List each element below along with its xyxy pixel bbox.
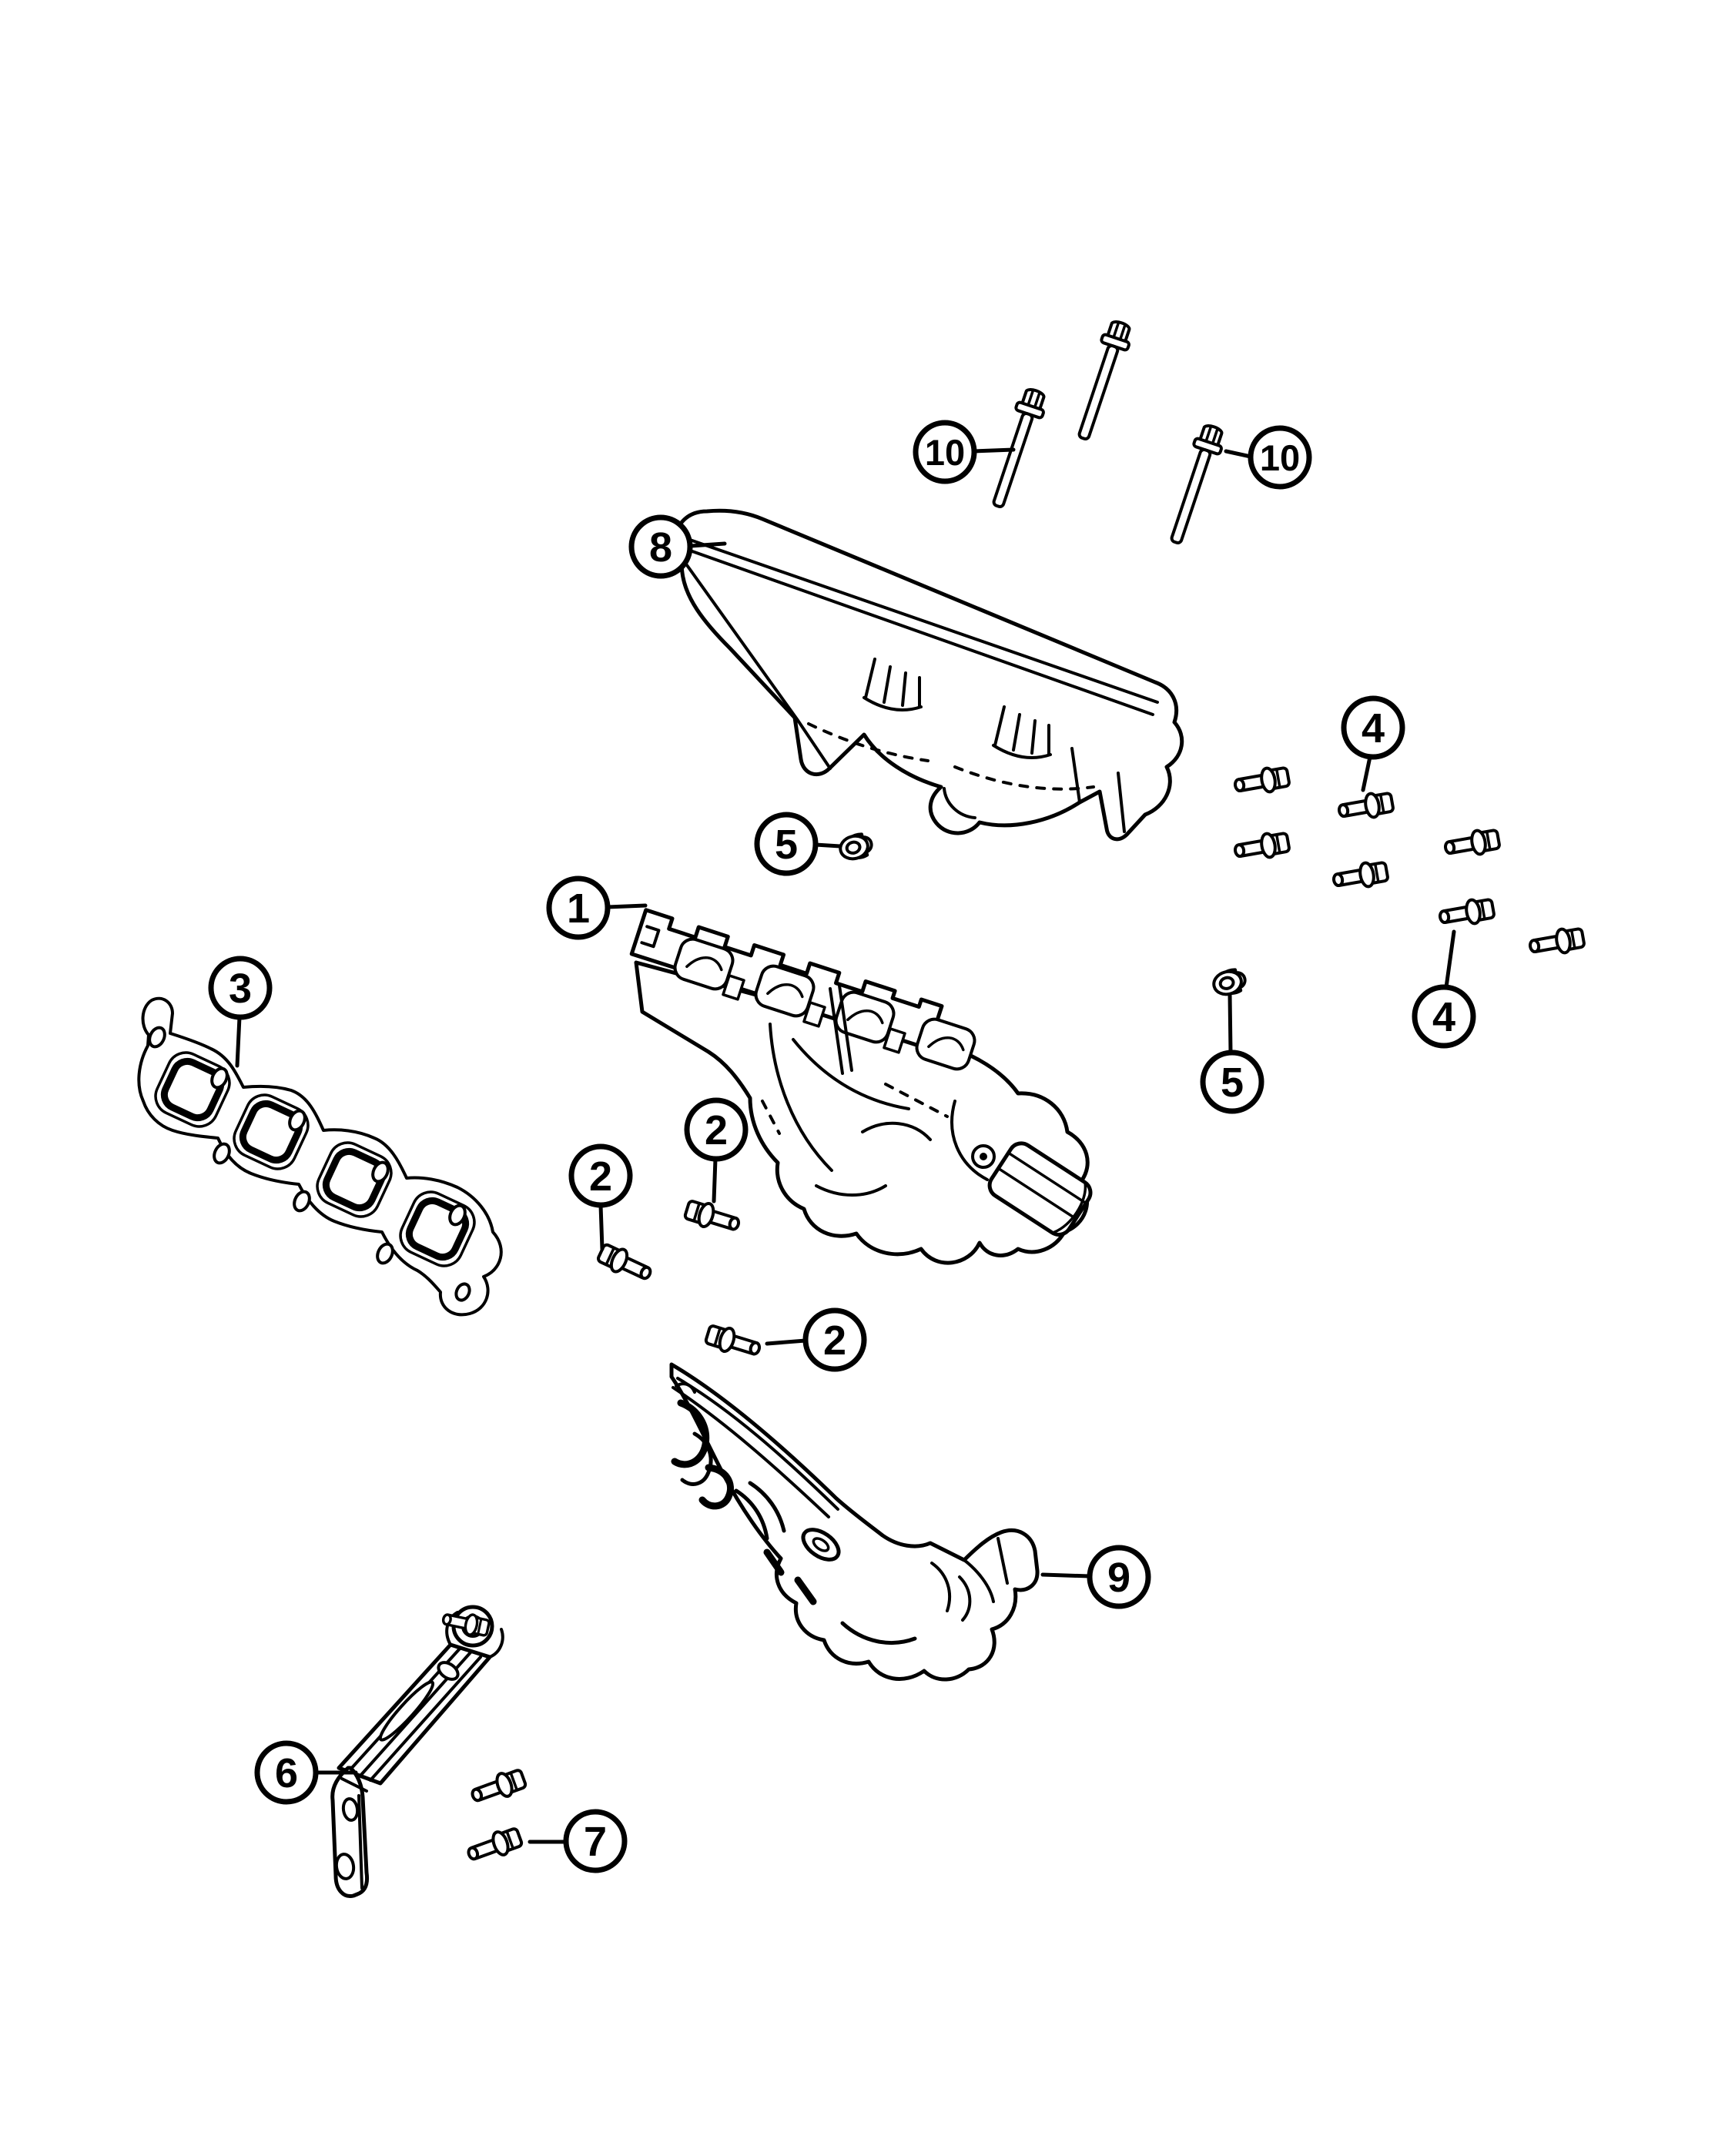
- callout-1-circle: [546, 875, 611, 940]
- flange-bolt-7: [1526, 924, 1587, 960]
- callout-7: 7: [528, 1809, 628, 1873]
- upper-heat-shield: [660, 508, 1184, 842]
- lower-heat-shield: [669, 1362, 1040, 1682]
- callout-4-right: 4: [1412, 929, 1476, 1049]
- callout-1-label: 1: [567, 886, 590, 932]
- svg-text:4: 4: [1362, 705, 1385, 752]
- manifold-port: [915, 1017, 976, 1071]
- callout-9: 9: [1040, 1545, 1151, 1609]
- svg-text:9: 9: [1107, 1555, 1130, 1601]
- flange-bolt-3: [1335, 788, 1396, 825]
- exhaust-manifold: [629, 908, 1093, 1265]
- flange-bolt-1: [1231, 763, 1292, 799]
- svg-text:2: 2: [823, 1317, 846, 1364]
- svg-text:3: 3: [229, 966, 252, 1012]
- long-bolt-middle: [1068, 316, 1137, 444]
- long-bolt-right: [1161, 420, 1229, 548]
- support-bracket: [330, 1605, 504, 1898]
- svg-text:4: 4: [1432, 994, 1455, 1040]
- svg-text:2: 2: [705, 1107, 728, 1153]
- callout-2-left: 2: [568, 1143, 633, 1251]
- manifold-outlet: [987, 1141, 1093, 1237]
- flange-bolt-6: [1436, 895, 1497, 931]
- stud-bolt-b: [594, 1239, 656, 1287]
- flange-nut-top: [836, 830, 876, 864]
- svg-text:8: 8: [649, 524, 672, 571]
- manifold-port: [754, 964, 826, 1028]
- stud-bolt-c: [702, 1321, 765, 1363]
- svg-text:6: 6: [275, 1750, 298, 1796]
- flange-bolt-4: [1330, 858, 1391, 894]
- bracket-bolt-1: [467, 1765, 529, 1810]
- manifold-port: [834, 990, 906, 1054]
- callout-6: 6: [254, 1740, 358, 1805]
- svg-text:10: 10: [1260, 437, 1300, 478]
- svg-text:2: 2: [589, 1153, 612, 1200]
- long-bolt-left: [983, 384, 1051, 512]
- callout-1-leader: [605, 903, 648, 909]
- callout-10-left: 10: [913, 420, 1016, 484]
- stud-bolt-a: [682, 1196, 744, 1238]
- callout-1: 1: [546, 875, 648, 940]
- bracket-bolt-2: [463, 1823, 525, 1868]
- svg-text:10: 10: [925, 432, 965, 473]
- svg-text:5: 5: [775, 822, 798, 868]
- svg-text:5: 5: [1221, 1060, 1244, 1106]
- flange-bolt-5: [1442, 825, 1502, 862]
- callout-5-right: 5: [1200, 993, 1264, 1114]
- svg-text:7: 7: [584, 1819, 607, 1865]
- flange-bolt-2: [1231, 829, 1292, 865]
- manifold-gasket: [137, 996, 503, 1317]
- callout-2-bottom: 2: [765, 1307, 867, 1372]
- callout-10-right: 10: [1224, 425, 1312, 490]
- callout-4-top: 4: [1341, 695, 1405, 792]
- callout-5-top: 5: [754, 812, 842, 876]
- callout-8: 8: [628, 514, 727, 579]
- manifold-port: [673, 937, 745, 1001]
- callout-2-middle: 2: [684, 1097, 749, 1204]
- callout-3: 3: [208, 956, 273, 1068]
